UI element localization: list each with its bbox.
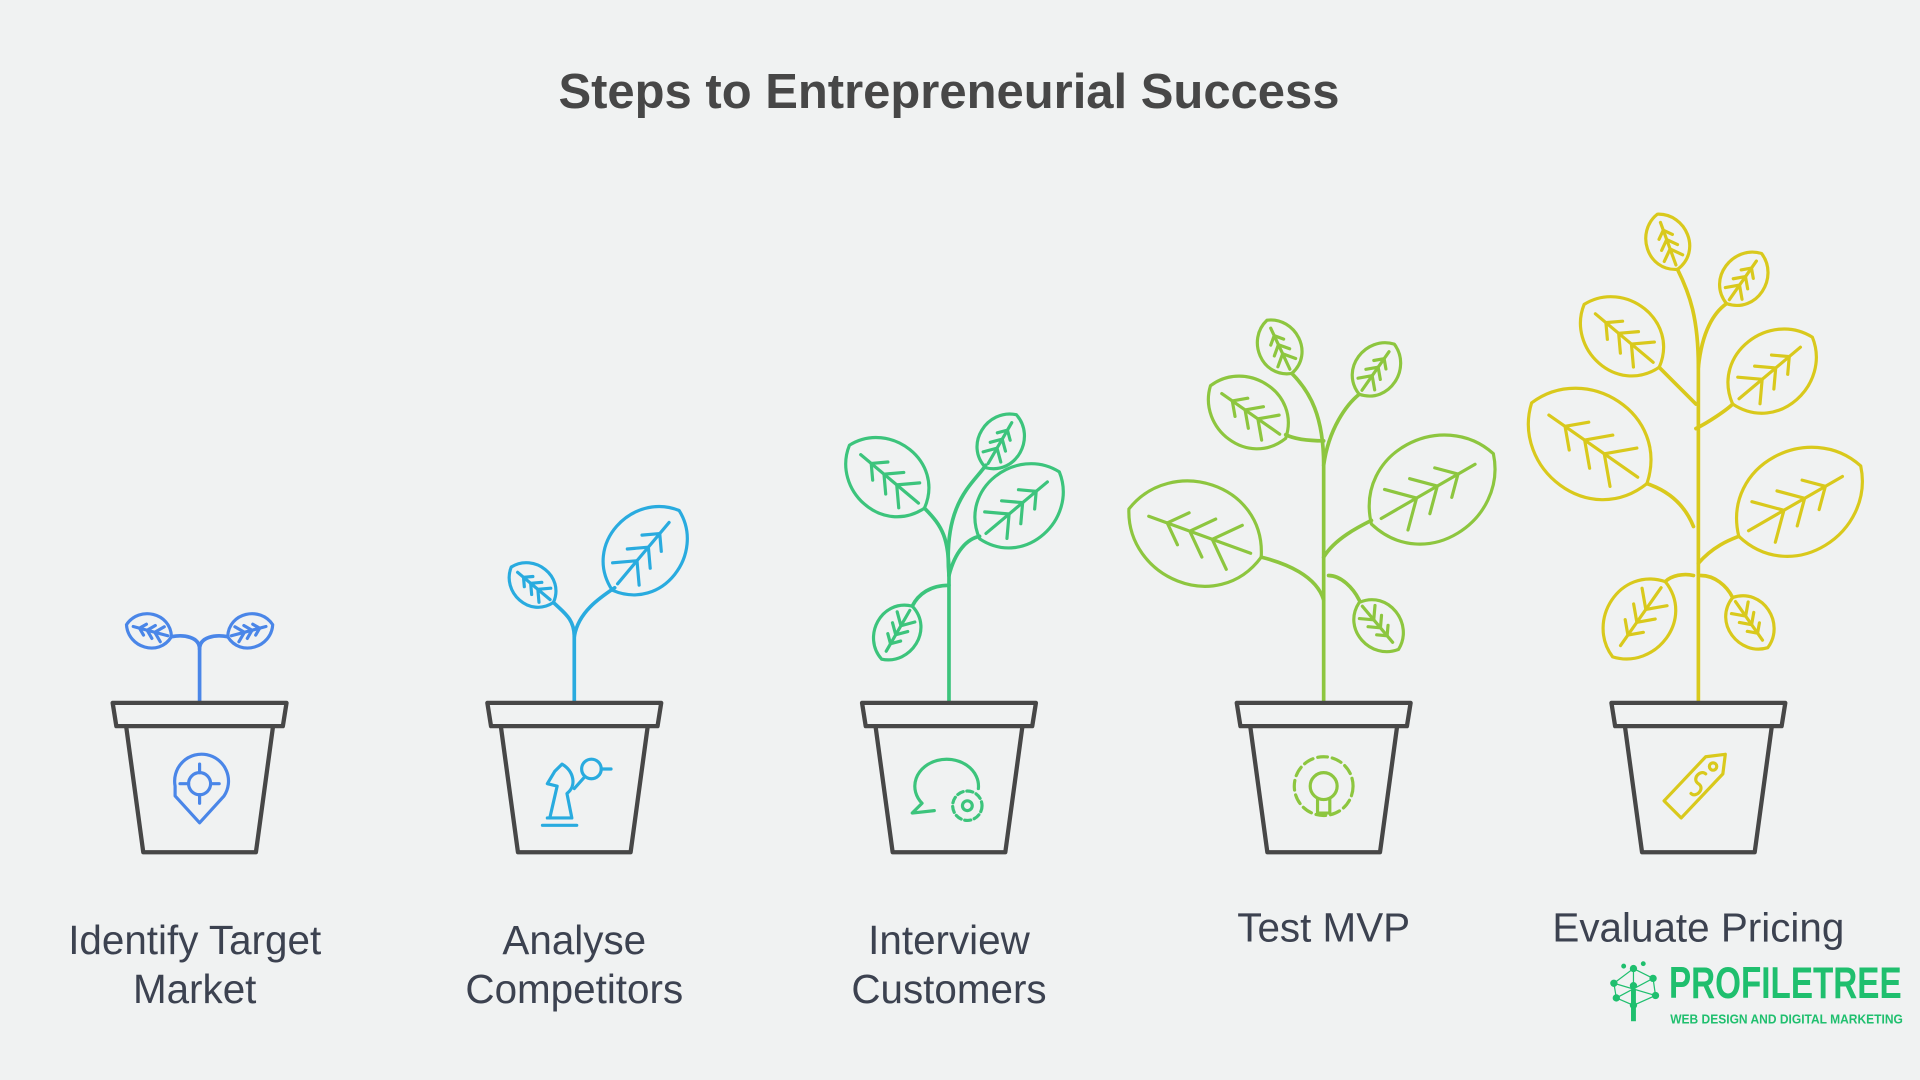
stem	[1663, 572, 1696, 584]
leaf	[1735, 445, 1864, 558]
leaf	[507, 561, 558, 609]
step-1-plant	[110, 612, 289, 855]
stem	[1290, 371, 1326, 704]
stem	[572, 585, 617, 639]
tree-network-icon	[1610, 961, 1660, 1022]
flower-pot	[1609, 700, 1788, 855]
leaf	[1724, 594, 1776, 651]
step-5-plant	[1526, 212, 1864, 855]
stem	[1259, 555, 1326, 602]
leaf	[973, 462, 1065, 550]
chess-knight-magnifier-icon	[540, 757, 613, 827]
stem	[1321, 518, 1374, 559]
leaf	[1350, 341, 1403, 398]
target-location-icon	[173, 752, 231, 825]
stem	[1675, 267, 1701, 704]
stem	[1645, 481, 1696, 529]
leaf	[1526, 386, 1653, 502]
leaf	[1718, 250, 1770, 307]
step-1-label-line-1: Identify Target	[68, 917, 321, 963]
step-2-label-line-1: Analyse	[502, 917, 646, 963]
stem	[1326, 573, 1362, 602]
leaf	[1726, 327, 1818, 415]
leaf	[844, 435, 931, 519]
speech-bubble-gear-icon	[910, 757, 984, 823]
flower-pot	[110, 700, 289, 855]
leaf	[1206, 374, 1290, 451]
leaf	[1601, 577, 1678, 661]
flower-pot	[859, 700, 1039, 855]
leaf	[975, 412, 1027, 471]
step-3-label-line-2: Customers	[851, 966, 1046, 1012]
stem	[910, 583, 951, 608]
logo-wordmark: PROFILETREE	[1669, 959, 1902, 1008]
step-4-label: Test MVP	[1237, 905, 1410, 951]
flower-pot	[485, 700, 664, 855]
stem	[947, 534, 982, 578]
leaf	[601, 504, 689, 597]
step-2-label-line-2: Competitors	[465, 966, 683, 1012]
leaf	[1644, 212, 1692, 271]
stem	[922, 506, 951, 704]
leaf	[1352, 598, 1405, 654]
step-1-label-line-2: Market	[133, 966, 256, 1012]
stem	[1657, 365, 1698, 406]
step-3-label-line-1: Interview	[868, 917, 1030, 963]
flower-pot	[1234, 700, 1413, 855]
leaf	[1367, 433, 1497, 546]
leaf	[871, 603, 923, 662]
leaf	[124, 612, 174, 650]
step-3-plant	[844, 412, 1065, 855]
leaf	[1578, 295, 1666, 378]
leaf	[1255, 318, 1304, 376]
leaf	[1127, 479, 1263, 588]
diagram-title: Steps to Entrepreneurial Success	[558, 65, 1339, 119]
stem	[1698, 573, 1735, 600]
gear-lightbulb-icon	[1292, 755, 1355, 818]
price-tag-icon	[1662, 752, 1727, 820]
stem	[1696, 534, 1741, 566]
logo-tagline: WEB DESIGN AND DIGITAL MARKETING	[1670, 1012, 1903, 1027]
stem	[1321, 392, 1362, 468]
stem	[169, 634, 202, 704]
stem	[197, 634, 230, 651]
step-4-plant	[1127, 318, 1497, 855]
stem	[1694, 402, 1735, 431]
step-2-plant	[485, 504, 689, 855]
stem	[946, 463, 988, 578]
stem	[551, 600, 577, 704]
leaf	[226, 612, 275, 650]
stem	[1696, 301, 1729, 370]
profiletree-logo: PROFILETREE WEB DESIGN AND DIGITAL MARKE…	[1610, 959, 1903, 1027]
stem	[1283, 432, 1326, 443]
step-5-label: Evaluate Pricing	[1552, 905, 1844, 951]
